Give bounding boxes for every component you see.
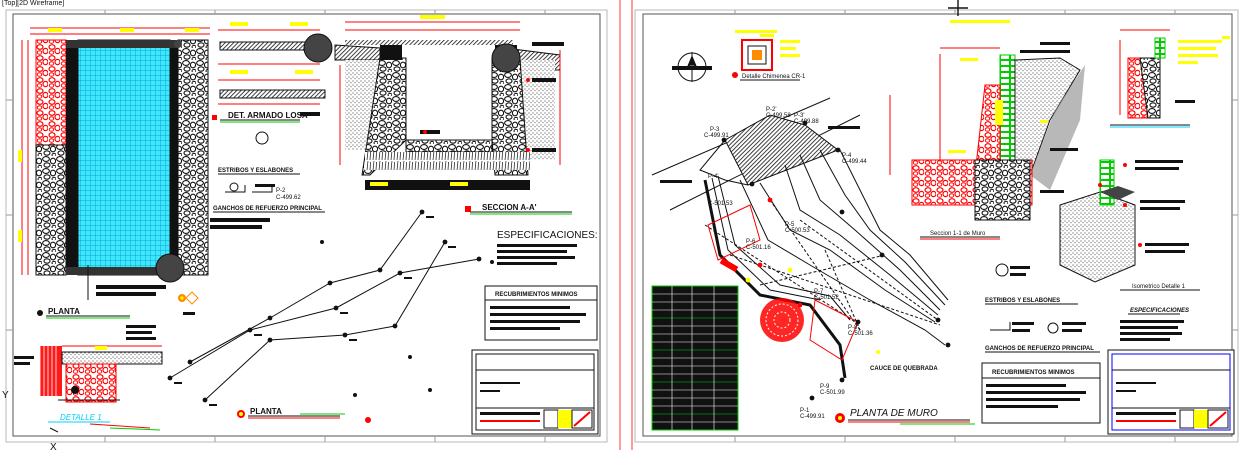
pt-name-1: P-2' (766, 107, 776, 113)
right-frame (642, 13, 1233, 437)
ucs-y-left: Y (2, 390, 9, 401)
detalle-title: DETALLE 1 (60, 413, 102, 422)
coordinates-table (651, 285, 739, 431)
ucs-x-left: X (50, 442, 57, 450)
pt-name-4: P-4' (708, 174, 718, 180)
recubrimientos-title-right: RECUBRIMIENTOS MINIMOS (992, 370, 1075, 376)
seccion-title: SECCION A-A' (482, 203, 537, 212)
ganchos-title-left: GANCHOS DE REFUERZO PRINCIPAL (213, 206, 322, 212)
det-armado-losa-title: DET. ARMADO LOSA (228, 111, 308, 120)
pt-name-5: P-5 (785, 222, 795, 228)
point-p2-left: P-2 (276, 188, 286, 194)
pt-cota-1: C-499.58 (766, 113, 791, 119)
estribos-left: ESTRIBOS Y ESLABONES P-2 C-499.62 GANCHO… (213, 168, 325, 213)
estribos-title-right: ESTRIBOS Y ESLABONES (985, 298, 1060, 304)
pt-cota-0: C-499.91 (704, 133, 729, 139)
pt-cota-2: C-499.88 (794, 119, 819, 125)
especificaciones-title-right: ESPECIFICACIONES (1130, 308, 1189, 314)
pt-cota-4: C-501.53 (708, 201, 733, 207)
left-frame (12, 13, 601, 437)
seccion-aa: SECCION A-A' (334, 15, 572, 215)
frame-ticks (6, 0, 1238, 442)
seccion-muro: Seccion 1-1 de Muro (889, 20, 1085, 240)
pt-cota-10: C-499.91 (800, 414, 825, 420)
pt-cota-3: C-499.44 (842, 159, 867, 165)
isometrico-detalle: Isometrico Detalle 1 (1059, 159, 1200, 291)
estribos-right: ESTRIBOS Y ESLABONES GANCHOS DE REFUERZO… (985, 263, 1100, 353)
title-block-right (1107, 349, 1235, 435)
chimenea-title: Detalle Chimenea CR-1 (742, 74, 806, 80)
cauce-title: CAUCE DE QUEBRADA (870, 366, 938, 372)
planta-points-left: PLANTA (167, 209, 494, 423)
pt-name-6: P-6 (746, 239, 756, 245)
ganchos-title-right: GANCHOS DE REFUERZO PRINCIPAL (985, 346, 1094, 352)
pt-name-7: P-7 (814, 289, 824, 295)
pt-name-0: P-3 (710, 127, 720, 133)
planta-muro-title-group: PLANTA DE MURO (835, 408, 975, 425)
pt-name-9: P-9 (820, 384, 830, 390)
especificaciones-title-left: ESPECIFICACIONES: (497, 230, 598, 241)
estribos-title-left: ESTRIBOS Y ESLABONES (218, 168, 293, 174)
especificaciones-right: ESPECIFICACIONES RECUBRIMIENTOS MINIMOS (981, 308, 1189, 424)
pt-name-10: P-1 (800, 408, 810, 414)
detalle-muro-corner (1110, 29, 1230, 128)
planta-muro-title: PLANTA DE MURO (850, 408, 938, 419)
viewport-label[interactable]: [Top][2D Wireframe] (2, 0, 64, 7)
pt-cota-9: C-501.99 (820, 390, 845, 396)
especificaciones-left: ESPECIFICACIONES: RECUBRIMIENTOS MINIMOS (484, 230, 598, 341)
point-labels: P-3 C-499.91 P-2' C-499.58 P-3' C-499.88… (704, 107, 873, 420)
recubrimientos-title-left: RECUBRIMIENTOS MINIMOS (495, 292, 578, 298)
planta-losa-detail (18, 27, 270, 300)
pt-cota-6: C-501.16 (746, 245, 771, 251)
seccion-muro-title: Seccion 1-1 de Muro (930, 231, 986, 237)
isometrico-title: Isometrico Detalle 1 (1132, 284, 1186, 290)
planta-title-1: PLANTA (48, 307, 80, 316)
title-block-left (471, 349, 599, 435)
pt-name-3: P-4 (842, 153, 852, 159)
detalle-chimenea: Detalle Chimenea CR-1 (732, 30, 806, 81)
pt-cota-7: C-501.52 (814, 295, 839, 301)
planta-muro: CAUCE DE QUEBRADA (651, 97, 951, 401)
north-arrow (672, 52, 712, 82)
detalle-1: DETALLE 1 Y X (2, 345, 163, 453)
pt-cota-8: C-501.36 (848, 331, 873, 337)
cota-p2-left: C-499.62 (276, 195, 301, 201)
pt-cota-5: C-500.53 (785, 228, 810, 234)
pt-name-8: P-8 (848, 325, 858, 331)
planta-legend-left: PLANTA (37, 291, 199, 340)
planta-title-2: PLANTA (250, 407, 282, 416)
pt-name-2: P-3' (794, 113, 804, 119)
det-armado-losa: DET. ARMADO LOSA (212, 22, 333, 145)
